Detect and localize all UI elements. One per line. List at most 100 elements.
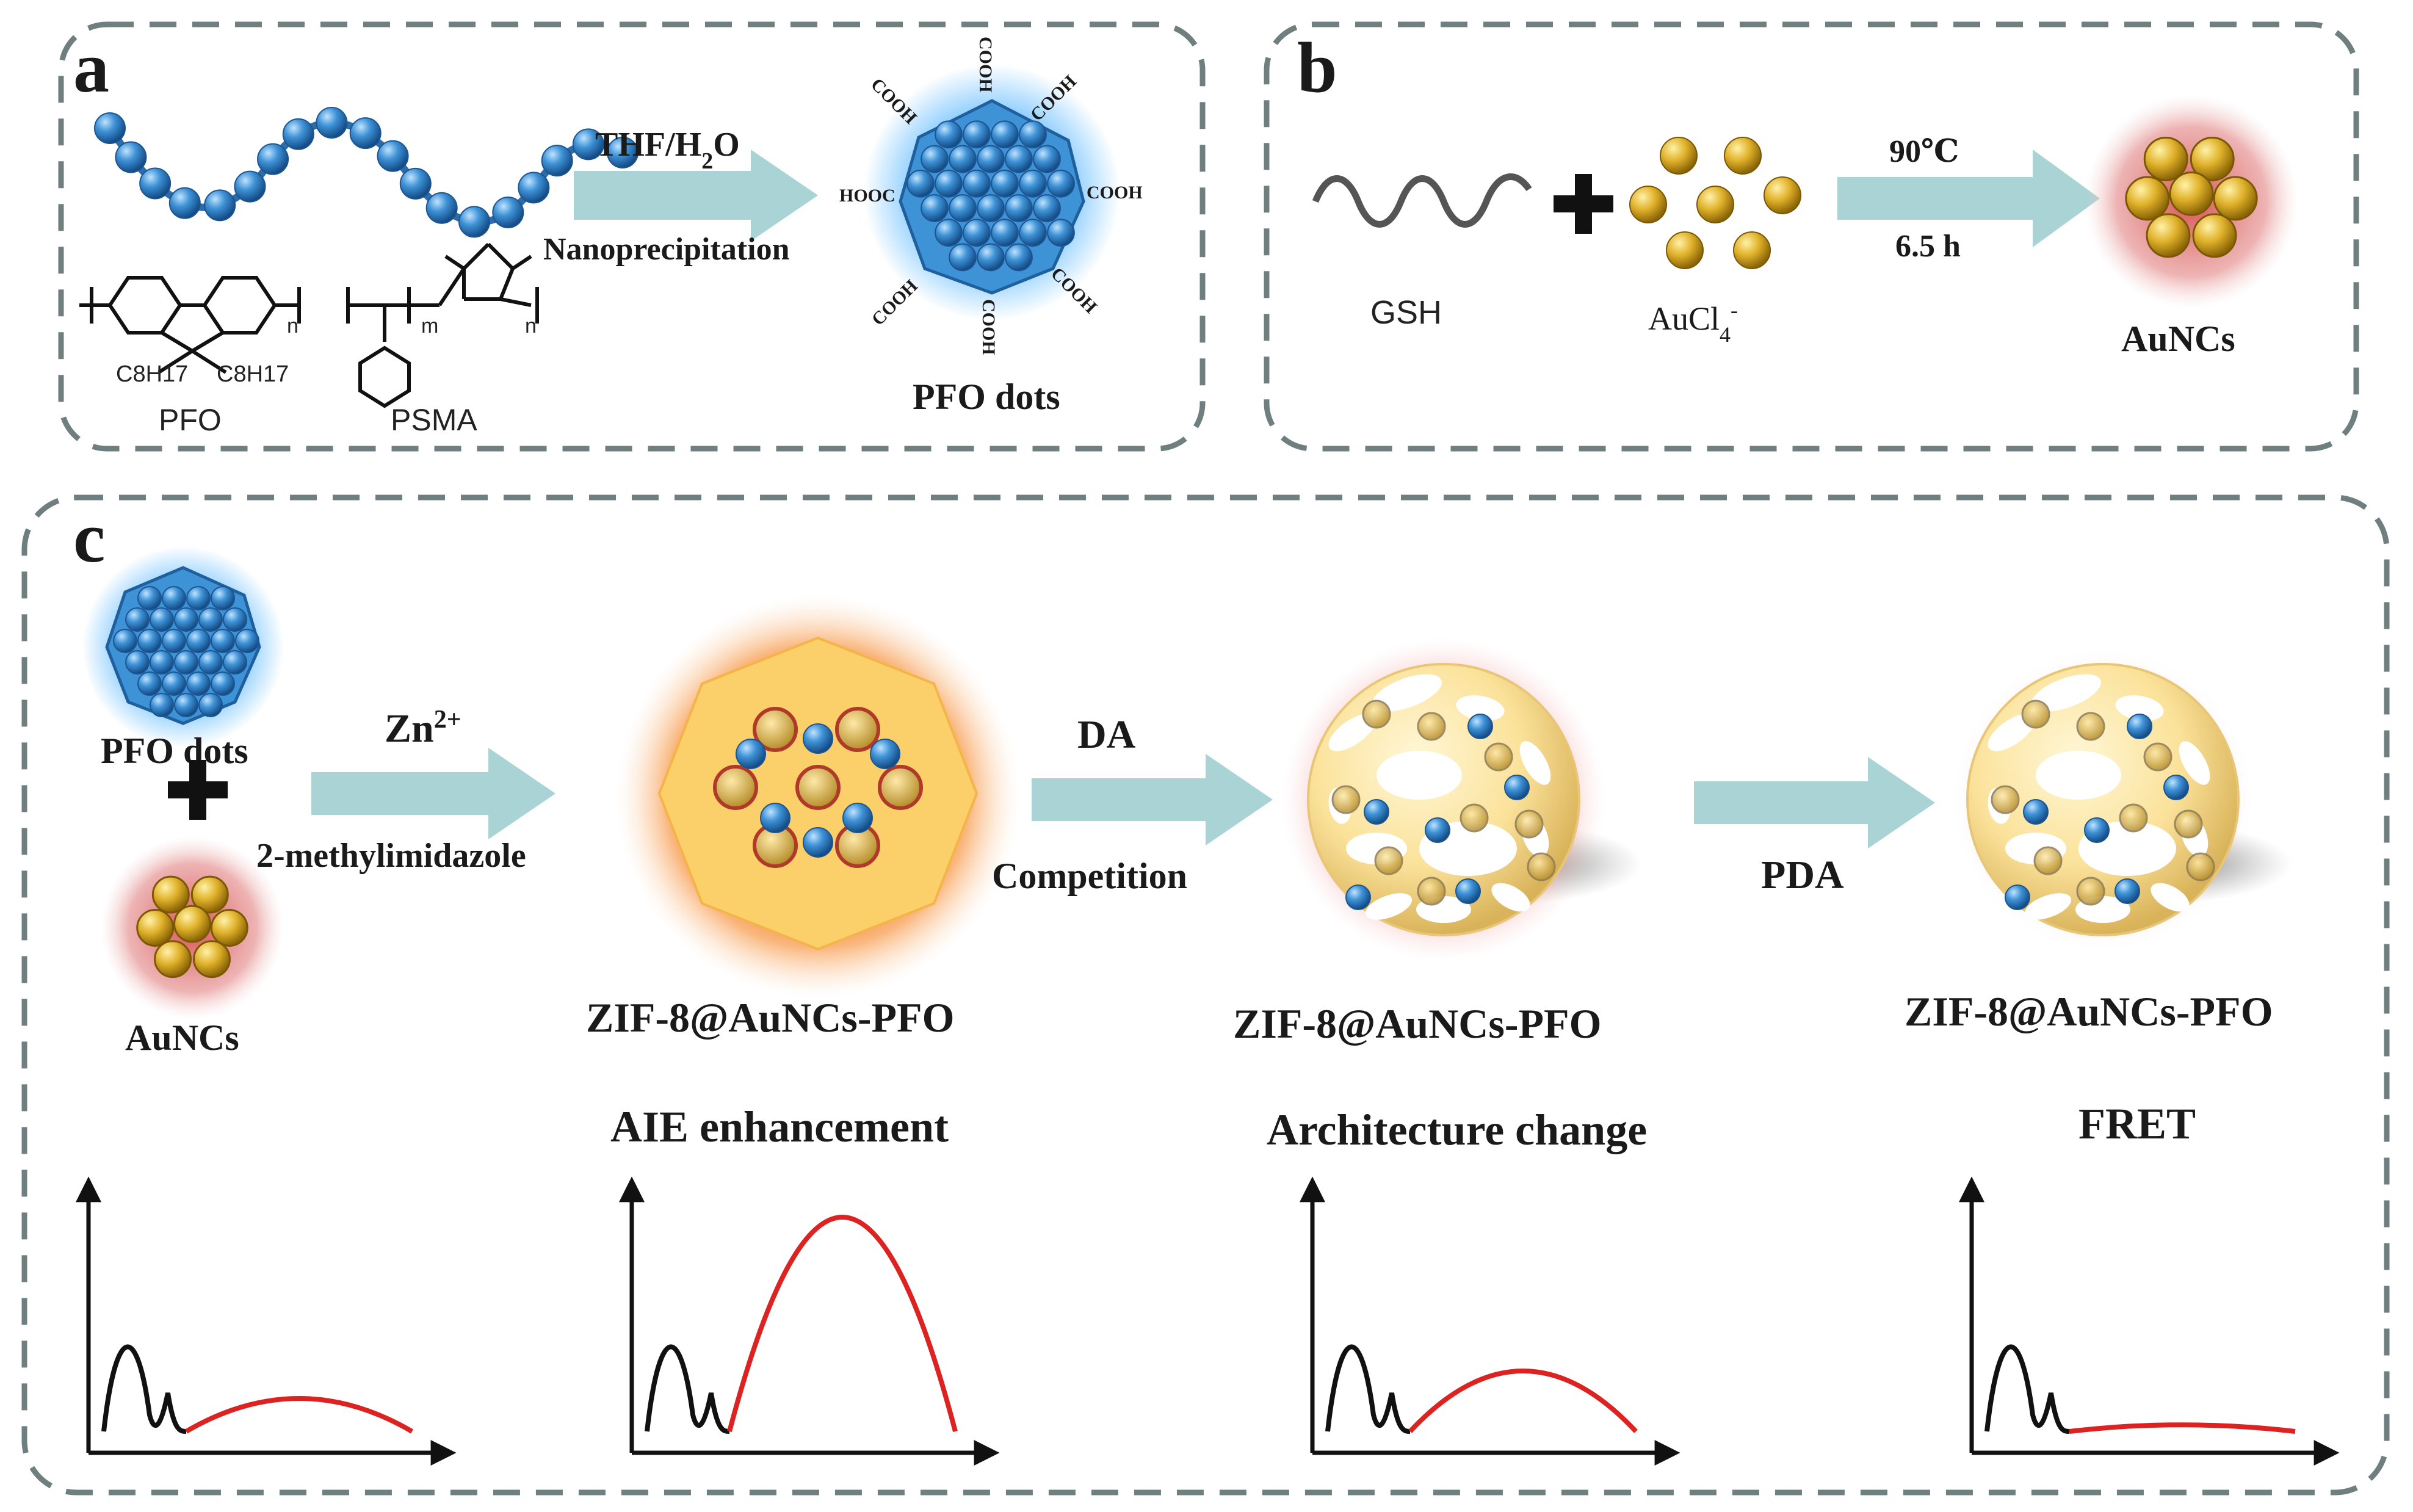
pfo-subunit xyxy=(977,243,1005,272)
pfo-substituent-left: C8H17 xyxy=(116,361,188,387)
auncs-in-sphere xyxy=(2033,846,2063,875)
auncs-in-sphere xyxy=(1374,846,1403,875)
pfo-subunit xyxy=(113,629,137,653)
auncs-in-zif xyxy=(835,707,880,752)
gold-ion xyxy=(1629,186,1667,223)
auncs-in-sphere xyxy=(2076,712,2105,741)
pore xyxy=(2151,883,2190,912)
pfo-in-sphere xyxy=(1467,714,1493,739)
gold-cluster-atom xyxy=(151,875,190,914)
stage2-caption: AIE enhancement xyxy=(610,1102,949,1151)
auncs-in-sphere xyxy=(1362,700,1391,729)
psma-structure xyxy=(346,242,539,408)
emission-spectra xyxy=(76,1176,2340,1466)
pfo-subunit xyxy=(198,650,223,675)
pfo-in-zif xyxy=(760,803,790,833)
arrow-b-time: 6.5 h xyxy=(1895,229,1961,264)
plus-icon-b xyxy=(1554,174,1613,234)
pfo-subunit xyxy=(921,194,949,222)
pore xyxy=(1988,714,2035,751)
chain-bead xyxy=(572,128,604,161)
pfo-subunit xyxy=(211,586,235,610)
auncs-emission-peak xyxy=(184,1396,414,1434)
pfo-subunit xyxy=(150,607,174,632)
arrow-zif-growth xyxy=(311,748,555,839)
pore xyxy=(2031,674,2101,712)
pfo-subunit xyxy=(921,145,949,173)
auncs-emission-peak xyxy=(2069,1422,2296,1434)
auncs-in-sphere xyxy=(1991,785,2020,814)
pfo-emission-peak xyxy=(1984,1344,2070,1434)
chain-bead xyxy=(425,192,458,224)
arrow-a-solvent: THF/H2O xyxy=(595,126,740,174)
auncs-in-sphere xyxy=(2119,803,2148,833)
pfo-subunit xyxy=(162,629,186,653)
pfo-subunit xyxy=(963,120,991,149)
auncs-in-sphere xyxy=(1527,852,1556,881)
chain-bead xyxy=(282,118,314,150)
pfo-subunit xyxy=(198,607,223,632)
product2-label: ZIF-8@AuNCs-PFO xyxy=(1233,1000,1601,1047)
pfo-subunit xyxy=(1019,169,1047,198)
pfo-subunit xyxy=(1019,120,1047,149)
gold-cluster-atom xyxy=(2190,136,2235,181)
auncs-in-sphere xyxy=(1331,785,1361,814)
pfo-subunit xyxy=(223,650,247,675)
stage4-caption: FRET xyxy=(2078,1099,2196,1148)
spectrum-chart xyxy=(619,1176,1000,1466)
panel-c-frame xyxy=(21,494,2390,1496)
arrow-pda xyxy=(1694,757,1935,848)
gold-ion xyxy=(1733,231,1771,269)
psma-index-m: m xyxy=(421,314,438,338)
pfo-subunit xyxy=(125,650,150,675)
pfo-subunit xyxy=(1047,219,1075,247)
pfo-subunit xyxy=(935,219,963,247)
pfo-subunit xyxy=(906,169,935,198)
pfo-dots-reactant xyxy=(82,546,284,748)
pfo-dot-particle xyxy=(864,64,1120,320)
pore xyxy=(1456,695,1505,721)
pfo-in-sphere xyxy=(1364,799,1389,825)
auncs-in-sphere xyxy=(2186,852,2215,881)
spectrum-chart xyxy=(1959,1176,2340,1466)
pfo-subunit xyxy=(949,145,977,173)
pfo-repeat-index: n xyxy=(287,314,298,338)
pfo-in-sphere xyxy=(2084,817,2110,843)
pore xyxy=(1328,714,1376,751)
pfo-label: PFO xyxy=(159,403,222,437)
pfo-in-zif xyxy=(842,803,873,833)
pfo-subunit xyxy=(150,693,174,717)
gold-cluster-atom xyxy=(2146,213,2191,258)
auncs-emission-peak xyxy=(1408,1369,1638,1433)
pfo-subunit xyxy=(198,693,223,717)
pfo-in-zif xyxy=(736,739,766,769)
pfo-subunit xyxy=(1005,145,1033,173)
pfo-subunit xyxy=(1033,194,1061,222)
pfo-subunit xyxy=(1005,194,1033,222)
gold-cluster-atom xyxy=(173,905,211,943)
pfo-substituent-right: C8H17 xyxy=(217,361,289,387)
pfo-structure xyxy=(79,276,301,374)
auncs-in-sphere xyxy=(2021,700,2050,729)
auncs-emission-peak xyxy=(727,1215,958,1433)
pfo-subunit xyxy=(162,586,186,610)
pfo-in-sphere xyxy=(1425,817,1450,843)
pfo-subunit xyxy=(235,629,259,653)
pfo-subunit xyxy=(162,671,186,696)
gold-cluster-atom xyxy=(136,909,175,947)
pfo-subunit xyxy=(186,629,211,653)
pfo-in-zif xyxy=(870,739,900,769)
auncs-in-sphere xyxy=(2174,809,2203,839)
svg-text:COOH: COOH xyxy=(979,299,999,355)
pfo-subunit xyxy=(174,650,198,675)
gold-ion xyxy=(1724,137,1762,175)
porous-sphere-1 xyxy=(1282,638,1642,961)
arrow-c1-ligand: 2-methylimidazole xyxy=(256,837,526,875)
auncs-label-b: AuNCs xyxy=(2121,319,2235,359)
pfo-subunit xyxy=(1019,219,1047,247)
porous-sphere-2 xyxy=(1953,650,2292,949)
pfo-subunit xyxy=(1005,243,1033,272)
pore xyxy=(1365,893,1413,920)
pfo-subunit xyxy=(150,650,174,675)
